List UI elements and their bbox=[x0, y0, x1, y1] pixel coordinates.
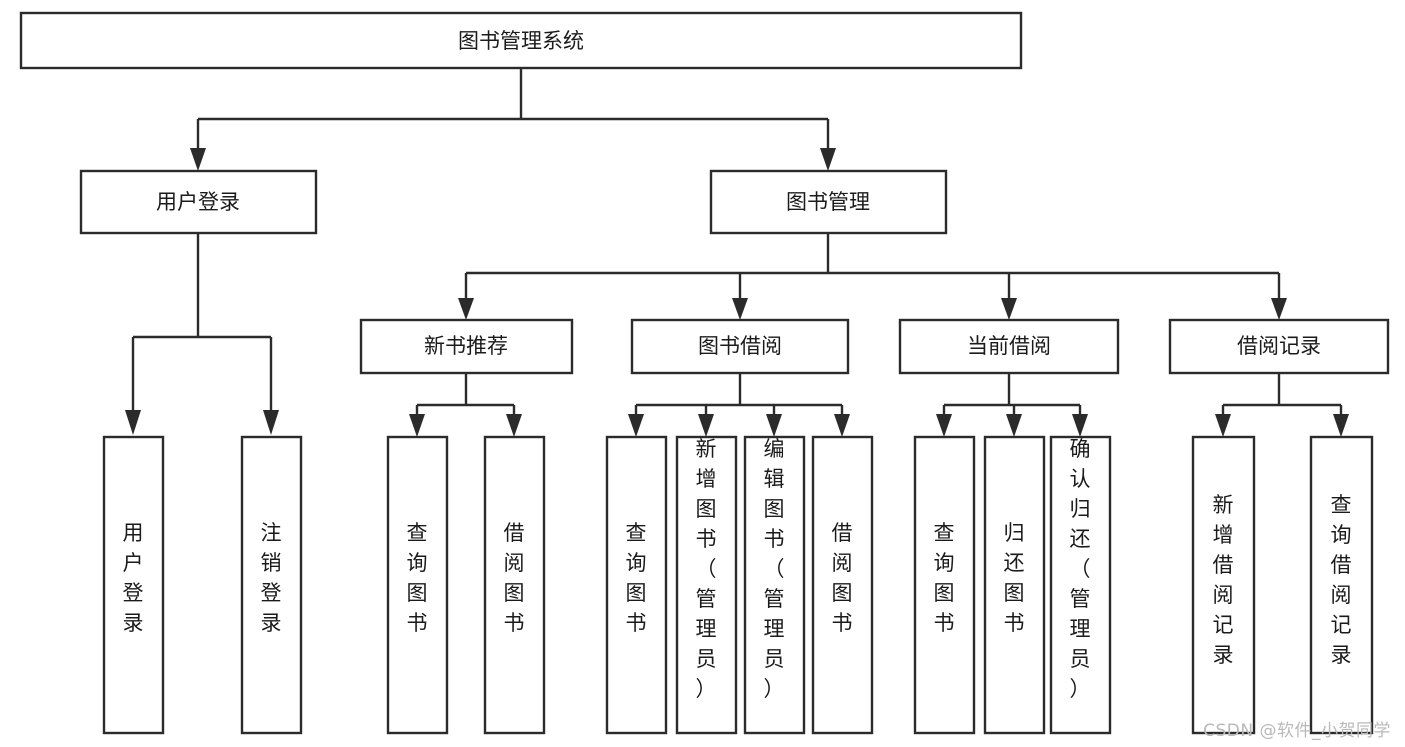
node-current-borrow-label: 当前借阅 bbox=[967, 334, 1051, 358]
node-book-manage-label: 图书管理 bbox=[786, 190, 870, 214]
connector-group-book-borrow bbox=[628, 373, 850, 437]
node-leaf-add-book-label: 新增图书（管理员） bbox=[696, 437, 717, 701]
node-leaf-return-book-box[interactable] bbox=[983, 435, 1046, 735]
connector-group-current-borrow bbox=[936, 373, 1088, 437]
connector-group-book-manage bbox=[458, 233, 1287, 320]
arrow-head-leaf-edit-book bbox=[766, 414, 782, 437]
node-leaf-query-record-box[interactable] bbox=[1309, 435, 1374, 735]
connector-group-borrow-record bbox=[1215, 373, 1349, 437]
node-leaf-query-book-2-label: 查询图书 bbox=[626, 521, 647, 635]
node-new-book-rec-label: 新书推荐 bbox=[424, 334, 508, 358]
node-new-book-rec-box[interactable] bbox=[359, 318, 574, 375]
node-leaf-query-book-1-box[interactable] bbox=[386, 435, 449, 735]
arrow-head-leaf-query-book-1 bbox=[409, 414, 425, 437]
csdn-watermark: CSDN @软件_小贺同学 bbox=[1203, 721, 1391, 741]
node-book-manage[interactable]: 图书管理 bbox=[709, 169, 948, 235]
arrow-head-current-borrow bbox=[1001, 298, 1017, 320]
node-leaf-query-book-2-box[interactable] bbox=[605, 435, 668, 735]
node-root[interactable]: 图书管理系统 bbox=[19, 11, 1023, 70]
node-leaf-add-record-box[interactable] bbox=[1191, 435, 1256, 735]
node-leaf-edit-book-box[interactable] bbox=[743, 435, 806, 735]
node-leaf-confirm-return[interactable]: 确认归还（管理员） bbox=[1049, 435, 1112, 735]
arrow-head-leaf-query-book-3 bbox=[936, 414, 952, 437]
node-leaf-query-book-3[interactable]: 查询图书 bbox=[913, 435, 976, 735]
node-new-book-rec[interactable]: 新书推荐 bbox=[359, 318, 574, 375]
node-leaf-user-login[interactable]: 用户登录 bbox=[102, 435, 165, 735]
node-leaf-confirm-return-label: 确认归还（管理员） bbox=[1070, 437, 1091, 701]
node-borrow-record[interactable]: 借阅记录 bbox=[1168, 318, 1390, 375]
arrow-head-leaf-query-book-2 bbox=[628, 414, 644, 437]
arrow-head-leaf-borrow-book-2 bbox=[834, 414, 850, 437]
arrow-head-book-borrow bbox=[732, 298, 748, 320]
connector-group-user-login bbox=[125, 233, 279, 435]
node-current-borrow[interactable]: 当前借阅 bbox=[898, 318, 1120, 375]
node-leaf-borrow-book-2[interactable]: 借阅图书 bbox=[811, 435, 874, 735]
arrow-head-new-book-rec bbox=[458, 298, 474, 320]
node-leaf-borrow-book-1-box[interactable] bbox=[483, 435, 546, 735]
arrow-head-leaf-borrow-book-1 bbox=[506, 414, 522, 437]
node-root-box[interactable] bbox=[19, 11, 1023, 70]
node-leaf-edit-book[interactable]: 编辑图书（管理员） bbox=[743, 435, 806, 735]
node-book-manage-box[interactable] bbox=[709, 169, 948, 235]
node-leaf-user-login-box[interactable] bbox=[102, 435, 165, 735]
node-user-login[interactable]: 用户登录 bbox=[79, 169, 318, 235]
node-user-login-box[interactable] bbox=[79, 169, 318, 235]
node-leaf-query-record[interactable]: 查询借阅记录 bbox=[1309, 435, 1374, 735]
arrow-head-leaf-add-record bbox=[1215, 414, 1231, 437]
arrow-head-leaf-return-book bbox=[1006, 414, 1022, 437]
node-leaf-borrow-book-1[interactable]: 借阅图书 bbox=[483, 435, 546, 735]
node-leaf-query-book-1[interactable]: 查询图书 bbox=[386, 435, 449, 735]
node-leaf-add-record-label: 新增借阅记录 bbox=[1213, 493, 1234, 667]
connector-group-root bbox=[190, 68, 836, 171]
node-leaf-return-book[interactable]: 归还图书 bbox=[983, 435, 1046, 735]
arrow-head-leaf-add-book bbox=[698, 414, 714, 437]
node-leaf-query-record-label: 查询借阅记录 bbox=[1331, 493, 1352, 667]
node-leaf-user-login-label: 用户登录 bbox=[123, 521, 144, 635]
node-leaf-edit-book-label: 编辑图书（管理员） bbox=[764, 437, 785, 701]
node-leaf-query-book-2[interactable]: 查询图书 bbox=[605, 435, 668, 735]
arrow-head-leaf-query-record bbox=[1333, 414, 1349, 437]
node-leaf-query-book-3-box[interactable] bbox=[913, 435, 976, 735]
arrow-head-book-manage bbox=[820, 148, 836, 171]
node-leaf-logout-box[interactable] bbox=[240, 435, 303, 735]
node-borrow-record-box[interactable] bbox=[1168, 318, 1390, 375]
node-leaf-query-book-3-label: 查询图书 bbox=[934, 521, 955, 635]
node-leaf-query-book-1-label: 查询图书 bbox=[407, 521, 428, 635]
node-leaf-add-record[interactable]: 新增借阅记录 bbox=[1191, 435, 1256, 735]
node-root-label: 图书管理系统 bbox=[458, 29, 584, 53]
connector-group-new-book-rec bbox=[409, 373, 522, 437]
arrow-head-leaf-logout bbox=[263, 410, 279, 435]
node-user-login-label: 用户登录 bbox=[156, 190, 240, 214]
node-leaf-logout-label: 注销登录 bbox=[261, 521, 282, 635]
node-book-borrow-box[interactable] bbox=[630, 318, 850, 375]
arrow-head-leaf-user-login bbox=[125, 410, 141, 435]
node-leaf-logout[interactable]: 注销登录 bbox=[240, 435, 303, 735]
node-leaf-return-book-label: 归还图书 bbox=[1004, 521, 1025, 635]
arrow-head-user-login bbox=[190, 148, 206, 171]
node-leaf-borrow-book-2-label: 借阅图书 bbox=[832, 521, 853, 635]
node-leaf-confirm-return-box[interactable] bbox=[1049, 435, 1112, 735]
arrow-head-borrow-record bbox=[1271, 298, 1287, 320]
node-leaf-add-book-box[interactable] bbox=[675, 435, 738, 735]
node-leaf-borrow-book-2-box[interactable] bbox=[811, 435, 874, 735]
node-leaf-borrow-book-1-label: 借阅图书 bbox=[504, 521, 525, 635]
node-borrow-record-label: 借阅记录 bbox=[1237, 334, 1321, 358]
node-book-borrow-label: 图书借阅 bbox=[698, 334, 782, 358]
node-book-borrow[interactable]: 图书借阅 bbox=[630, 318, 850, 375]
arrow-head-leaf-confirm-return bbox=[1072, 414, 1088, 437]
node-leaf-add-book[interactable]: 新增图书（管理员） bbox=[675, 435, 738, 735]
node-current-borrow-box[interactable] bbox=[898, 318, 1120, 375]
